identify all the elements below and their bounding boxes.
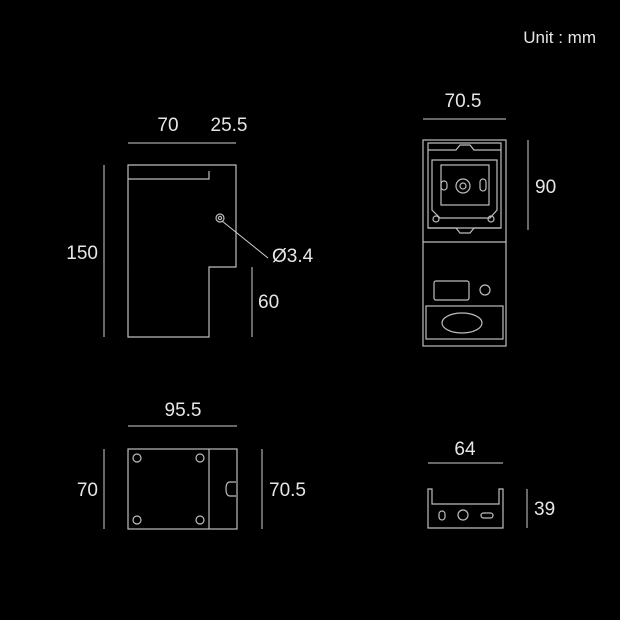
back-view-rect-cutout xyxy=(433,280,470,301)
back-view-lens xyxy=(441,312,483,334)
top-view-width-label: 95.5 xyxy=(165,400,202,421)
top-view-screw-bl xyxy=(132,515,142,525)
back-view-center-screw-inner xyxy=(459,182,467,190)
back-view-small-hole xyxy=(479,284,491,296)
bracket-slot-left xyxy=(438,510,446,521)
back-view-hole-bl xyxy=(432,215,440,223)
side-view-lower-height-label: 60 xyxy=(258,292,279,313)
hole-diameter-label: Ø3.4 xyxy=(272,246,314,267)
back-view-bracket-frame xyxy=(427,142,502,229)
back-view-bracket-plate xyxy=(440,164,490,206)
side-view: Ø3.4 70 25.5 150 60 xyxy=(66,115,314,338)
back-view-outline xyxy=(422,139,507,347)
side-view-screw-hole xyxy=(215,213,225,223)
hole-leader-line xyxy=(221,220,269,259)
back-view-bracket-inner xyxy=(431,159,498,219)
bracket-slot-right xyxy=(480,512,494,519)
top-view-screw-br xyxy=(195,515,205,525)
back-view-lens-frame xyxy=(425,305,504,340)
back-view: 70.5 90 xyxy=(422,91,556,347)
back-view-center-screw xyxy=(455,178,471,194)
back-view-slot-left xyxy=(440,180,448,191)
top-view-outline xyxy=(127,448,238,530)
back-view-hole-br xyxy=(487,215,495,223)
top-view-screw-tl xyxy=(132,453,142,463)
side-view-outline xyxy=(127,164,237,338)
side-view-width-label: 70 xyxy=(157,115,178,136)
top-view-screw-tr xyxy=(195,453,205,463)
top-view-side-notch xyxy=(225,481,236,497)
bracket-height-label: 39 xyxy=(534,499,555,520)
back-view-bracket-bottom-detail xyxy=(428,227,501,234)
bracket-outline xyxy=(427,488,504,529)
top-view-depth-label: 70 xyxy=(77,480,98,501)
bracket-width-label: 64 xyxy=(454,439,476,460)
unit-label: Unit : mm xyxy=(523,28,596,47)
side-view-height-label: 150 xyxy=(66,243,98,264)
top-view-right-depth-label: 70.5 xyxy=(269,480,306,501)
back-view-bracket-top-detail xyxy=(428,144,501,151)
bracket-center-hole xyxy=(457,509,469,521)
bracket-view: 64 39 xyxy=(427,439,555,529)
side-view-cap-line xyxy=(128,171,210,180)
side-view-screw-hole-inner xyxy=(217,215,223,221)
back-view-width-label: 70.5 xyxy=(445,91,482,112)
top-view: 95.5 70 70.5 xyxy=(77,400,306,530)
back-view-height-label: 90 xyxy=(535,177,556,198)
side-view-offset-label: 25.5 xyxy=(211,115,248,136)
back-view-slot-right xyxy=(479,178,487,192)
